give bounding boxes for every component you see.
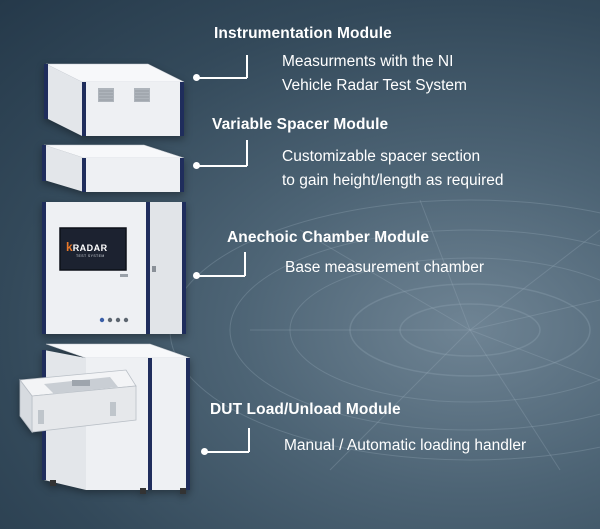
variable-spacer-module-image bbox=[42, 144, 185, 192]
module-desc-spacer-line2: to gain height/length as required bbox=[282, 172, 504, 189]
module-desc-anechoic: Base measurement chamber bbox=[285, 259, 485, 276]
dut-load-module-image bbox=[19, 343, 191, 494]
module-title-anechoic-chamber: Anechoic Chamber Module bbox=[227, 229, 430, 246]
module-desc-instrumentation-line1: Measurments with the NI bbox=[282, 53, 454, 70]
logo-text: RADAR bbox=[72, 243, 108, 253]
module-title-dut-load: DUT Load/Unload Module bbox=[210, 401, 401, 418]
module-title-variable-spacer: Variable Spacer Module bbox=[212, 116, 389, 133]
anechoic-chamber-module-image bbox=[42, 202, 186, 334]
screen-logo: kRADAR TEST SYSTEM bbox=[66, 238, 126, 258]
logo-subtext: TEST SYSTEM bbox=[76, 254, 105, 258]
module-desc-spacer-line1: Customizable spacer section bbox=[282, 148, 481, 165]
module-title-instrumentation: Instrumentation Module bbox=[214, 25, 392, 42]
module-desc-dut: Manual / Automatic loading handler bbox=[284, 437, 527, 454]
instrumentation-module-image bbox=[44, 63, 185, 136]
logo-mark: k bbox=[66, 240, 73, 254]
module-desc-instrumentation-line2: Vehicle Radar Test System bbox=[282, 77, 467, 94]
